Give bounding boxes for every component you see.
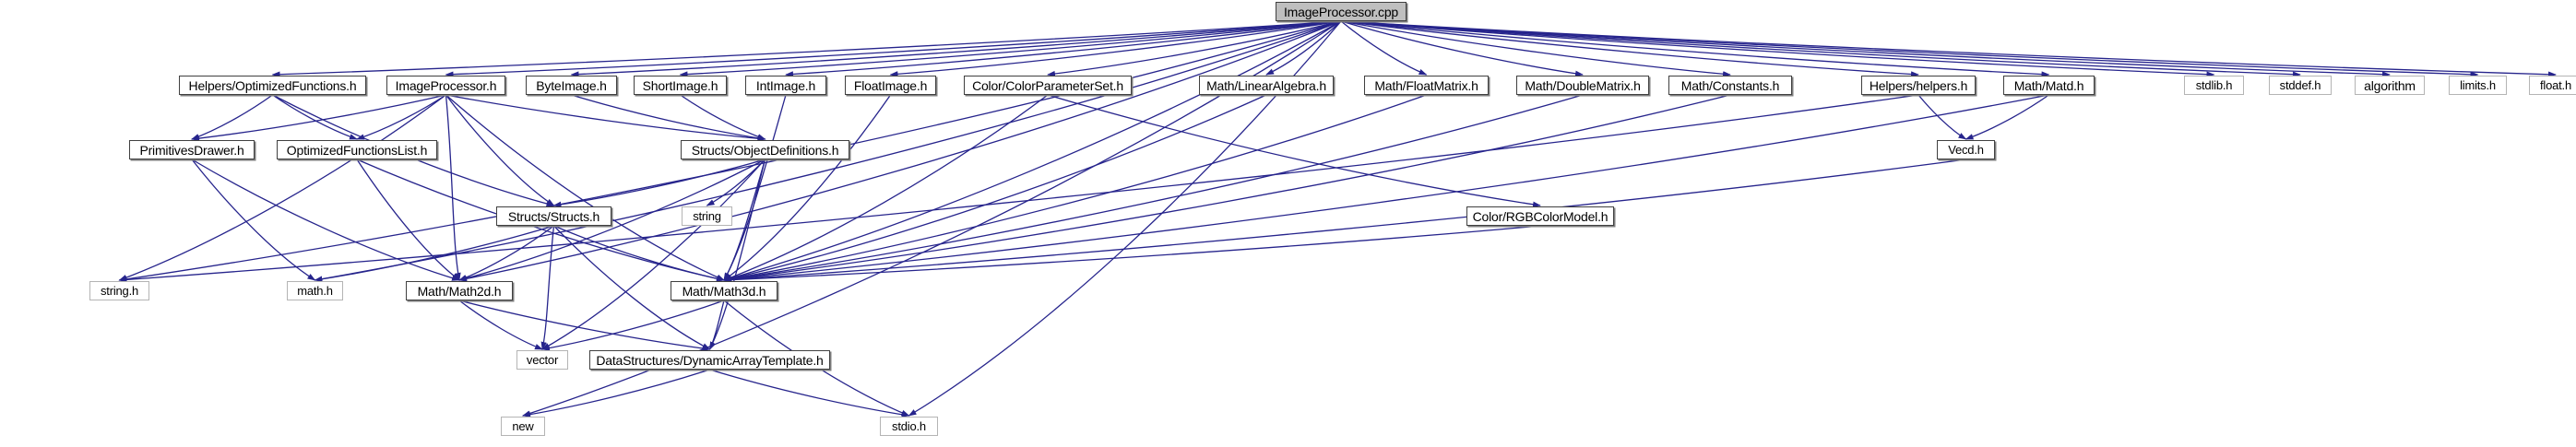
graph-node-byteimg[interactable]: ByteImage.h [526, 76, 617, 95]
graph-edge-root-to-colorparam [1047, 20, 1342, 77]
graph-node-fmatrix[interactable]: Math/FloatMatrix.h [1364, 76, 1489, 95]
graph-edge-root-to-floatimg [889, 20, 1342, 77]
graph-edge-fmatrix-to-math3d [723, 94, 1427, 282]
graph-edge-objdefs-to-vector [541, 159, 766, 350]
graph-edge-imgproc-to-math3d [445, 94, 725, 281]
graph-node-vector[interactable]: vector [516, 350, 568, 370]
graph-edge-root-to-math3d [723, 20, 1342, 281]
graph-node-helpers[interactable]: Helpers/helpers.h [1861, 76, 1976, 95]
graph-node-new[interactable]: new [501, 417, 545, 436]
graph-edge-imgproc-to-optfunlist [356, 94, 446, 140]
graph-edge-imgproc-to-primdraw [191, 94, 446, 142]
graph-edge-objdefs-to-dynarray [708, 159, 766, 350]
graph-node-floatimg[interactable]: FloatImage.h [845, 76, 936, 95]
graph-node-vecd[interactable]: Vecd.h [1937, 140, 1995, 159]
graph-edge-matd-to-vecd [1965, 94, 2049, 140]
graph-edge-primdraw-to-math2d [191, 159, 460, 281]
graph-node-float[interactable]: float.h [2529, 76, 2576, 95]
graph-node-colorparam[interactable]: Color/ColorParameterSet.h [964, 76, 1132, 95]
graph-edge-structs-to-math2d [458, 225, 554, 281]
graph-edge-vecd-to-math3d [723, 159, 1966, 283]
graph-edge-primdraw-to-mathh [191, 159, 316, 281]
graph-node-matd[interactable]: Math/Matd.h [2003, 76, 2095, 95]
graph-edge-dynarray-to-new [522, 369, 710, 418]
graph-edge-objdefs-to-math2d [458, 159, 766, 282]
graph-node-stdio[interactable]: stdio.h [880, 417, 938, 436]
graph-edge-root-to-imgproc [445, 20, 1342, 77]
graph-edge-math3d-to-dynarray [708, 300, 725, 350]
graph-node-dmatrix[interactable]: Math/DoubleMatrix.h [1516, 76, 1649, 95]
graph-node-stdlib[interactable]: stdlib.h [2184, 76, 2244, 95]
graph-edge-dynarray-to-stdio [709, 369, 910, 418]
graph-edge-byteimg-to-objdefs [571, 94, 766, 141]
graph-edge-structs-to-dynarray [553, 225, 711, 350]
graph-node-rgbmodel[interactable]: Color/RGBColorModel.h [1466, 206, 1614, 226]
graph-edge-root-to-dmatrix [1340, 20, 1584, 76]
graph-node-consts[interactable]: Math/Constants.h [1668, 76, 1792, 95]
graph-edge-root-to-math2d [458, 20, 1342, 282]
graph-edge-root-to-algorithm [1340, 20, 2391, 77]
graph-node-shortimg[interactable]: ShortImage.h [634, 76, 727, 95]
graph-edge-structs-to-vector [540, 225, 555, 350]
graph-edge-rgbmodel-to-math3d [723, 225, 1541, 283]
graph-edge-objdefs-to-structs [552, 159, 766, 208]
graph-node-mathh[interactable]: math.h [287, 281, 343, 300]
graph-node-root[interactable]: ImageProcessor.cpp [1276, 2, 1407, 21]
graph-edge-structs-to-mathh [314, 225, 554, 282]
graph-edge-colorparam-to-rgbmodel [1047, 94, 1541, 207]
graph-node-stringh[interactable]: string.h [89, 281, 149, 300]
graph-edge-root-to-consts [1340, 20, 1731, 77]
graph-edge-math3d-to-vector [541, 300, 725, 351]
graph-edge-optfunlist-to-math2d [356, 159, 460, 281]
graph-edge-root-to-shortimg [679, 20, 1342, 77]
graph-edge-math2d-to-dynarray [458, 300, 711, 352]
graph-edge-helpers-to-vecd [1917, 94, 1967, 140]
graph-edge-dmatrix-to-math3d [723, 94, 1584, 282]
graph-node-primdraw[interactable]: PrimitivesDrawer.h [129, 140, 255, 159]
graph-node-objdefs[interactable]: Structs/ObjectDefinitions.h [681, 140, 849, 159]
graph-edge-math2d-to-vector [458, 300, 543, 350]
graph-edge-root-to-fmatrix [1340, 20, 1428, 76]
graph-edge-imgproc-to-stringh [118, 94, 446, 281]
graph-edge-root-to-byteimg [570, 20, 1342, 77]
graph-edge-helpers-to-stringh [118, 94, 1919, 283]
graph-edge-root-to-optfun [271, 20, 1342, 77]
graph-edge-root-to-intimg [785, 20, 1342, 77]
graph-node-math2d[interactable]: Math/Math2d.h [406, 281, 513, 300]
graph-node-algorithm[interactable]: algorithm [2355, 76, 2425, 95]
graph-edge-imgproc-to-math2d [445, 94, 461, 281]
graph-edge-shortimg-to-objdefs [680, 94, 766, 140]
graph-edge-imgproc-to-objdefs [445, 94, 766, 142]
graph-node-stddef[interactable]: stddef.h [2269, 76, 2332, 95]
graph-node-limits[interactable]: limits.h [2449, 76, 2507, 95]
graph-edge-root-to-helpers [1340, 20, 1919, 77]
graph-node-math3d[interactable]: Math/Math3d.h [671, 281, 778, 300]
graph-edge-root-to-stddef [1340, 20, 2301, 77]
graph-node-linalg[interactable]: Math/LinearAlgebra.h [1199, 76, 1334, 95]
graph-node-dynarray[interactable]: DataStructures/DynamicArrayTemplate.h [589, 350, 830, 370]
graph-edge-colorparam-to-math3d [723, 94, 1049, 281]
graph-node-string[interactable]: string [682, 206, 732, 226]
graph-edge-root-to-stdlib [1340, 20, 2215, 77]
graph-node-optfunlist[interactable]: OptimizedFunctionsList.h [277, 140, 437, 159]
graph-node-imgproc[interactable]: ImageProcessor.h [386, 76, 505, 95]
graph-edge-root-to-linalg [1265, 20, 1342, 76]
graph-edge-root-to-float [1340, 20, 2557, 77]
graph-edge-root-to-matd [1340, 20, 2050, 77]
graph-edge-linalg-to-math3d [723, 94, 1267, 282]
graph-edge-imgproc-to-structs [445, 94, 555, 206]
graph-edge-optfun-to-primdraw [191, 94, 273, 140]
graph-edge-consts-to-math3d [723, 94, 1731, 283]
graph-node-structs[interactable]: Structs/Structs.h [496, 206, 611, 226]
graph-edge-floatimg-to-math3d [723, 94, 892, 281]
graph-node-optfun[interactable]: Helpers/OptimizedFunctions.h [179, 76, 366, 95]
graph-edge-structs-to-math3d [553, 225, 725, 282]
graph-edge-root-to-stringh [118, 20, 1342, 282]
graph-edge-matd-to-math3d [723, 94, 2049, 283]
graph-node-intimg[interactable]: IntImage.h [745, 76, 826, 95]
